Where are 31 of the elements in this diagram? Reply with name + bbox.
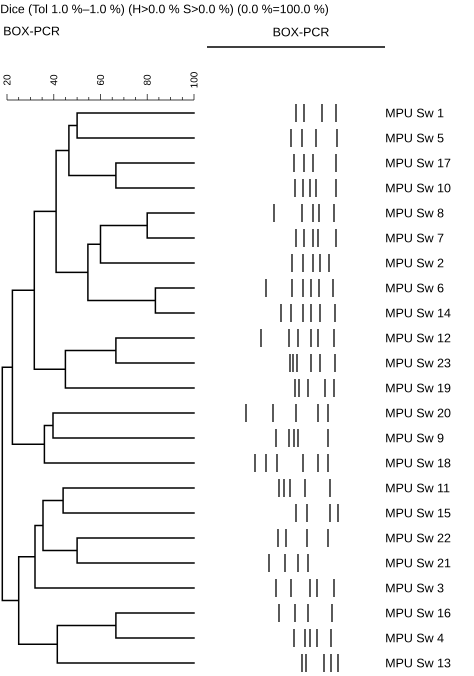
strain-label: MPU Sw 18 <box>386 458 450 468</box>
tick-label: 80 <box>144 74 151 86</box>
strain-label: MPU Sw 14 <box>386 308 451 318</box>
strain-label: MPU Sw 7 <box>386 234 444 242</box>
strain-label: MPU Sw 20 <box>386 408 450 418</box>
strain-label: MPU Sw 6 <box>386 284 444 292</box>
strain-label: MPU Sw 4 <box>386 634 444 642</box>
strain-label: MPU Sw 8 <box>386 208 444 218</box>
strain-label: MPU Sw 19 <box>386 384 450 392</box>
dendrogram-heading: BOX-PCR <box>4 26 60 36</box>
strain-label: MPU Sw 12 <box>386 334 450 342</box>
strain-label: MPU Sw 2 <box>386 258 444 268</box>
tick-label: 20 <box>3 74 11 86</box>
tick-label: 100 <box>190 72 198 88</box>
strain-label: MPU Sw 10 <box>386 184 450 192</box>
strain-label: MPU Sw 1 <box>386 108 444 118</box>
strain-label: MPU Sw 15 <box>386 508 450 518</box>
strain-label: MPU Sw 13 <box>386 658 450 668</box>
strain-label: MPU Sw 23 <box>386 358 450 368</box>
strain-label: MPU Sw 11 <box>386 484 450 492</box>
strain-label: MPU Sw 9 <box>386 434 444 442</box>
band-heading: BOX-PCR <box>274 28 329 36</box>
strain-label: MPU Sw 5 <box>386 134 444 142</box>
tick-label: 40 <box>50 74 58 86</box>
strain-label: MPU Sw 16 <box>386 608 450 618</box>
tick-label: 60 <box>96 74 104 86</box>
strain-label: MPU Sw 22 <box>386 534 450 542</box>
title: Dice (Tol 1.0 %–1.0 %) (H>0.0 % S>0.0 %) (0.0 %=100.0 %) <box>1 4 328 16</box>
strain-label: MPU Sw 21 <box>386 558 450 568</box>
strain-label: MPU Sw 3 <box>386 584 444 592</box>
strain-label: MPU Sw 17 <box>386 158 450 168</box>
